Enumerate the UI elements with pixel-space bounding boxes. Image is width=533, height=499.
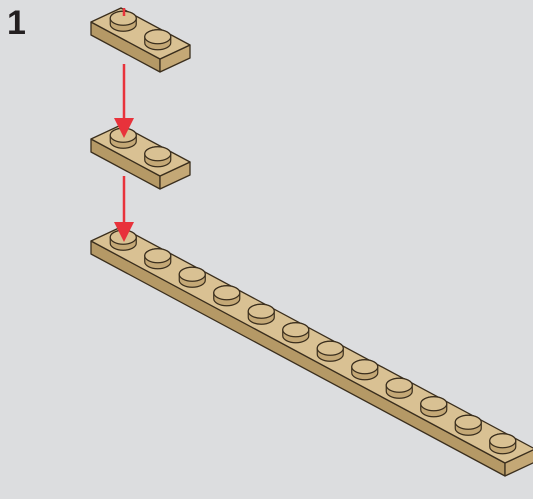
stud (385, 377, 413, 399)
stud (144, 248, 172, 270)
stud (489, 433, 517, 455)
stud (213, 285, 241, 307)
plate-front-face (90, 240, 506, 477)
stud (247, 303, 275, 325)
stud (109, 229, 137, 251)
stud (178, 266, 206, 288)
stud (420, 396, 448, 418)
plate-1x2-1 (90, 7, 191, 73)
stud (351, 359, 379, 381)
stud (316, 340, 344, 362)
stud (144, 146, 172, 168)
stud (282, 322, 310, 344)
step-number: 1 (7, 4, 26, 42)
plate-1x2-2 (90, 124, 191, 190)
plate-1x12-3 (90, 226, 533, 477)
stud (109, 127, 137, 149)
stud (144, 29, 172, 51)
stud (454, 414, 482, 436)
